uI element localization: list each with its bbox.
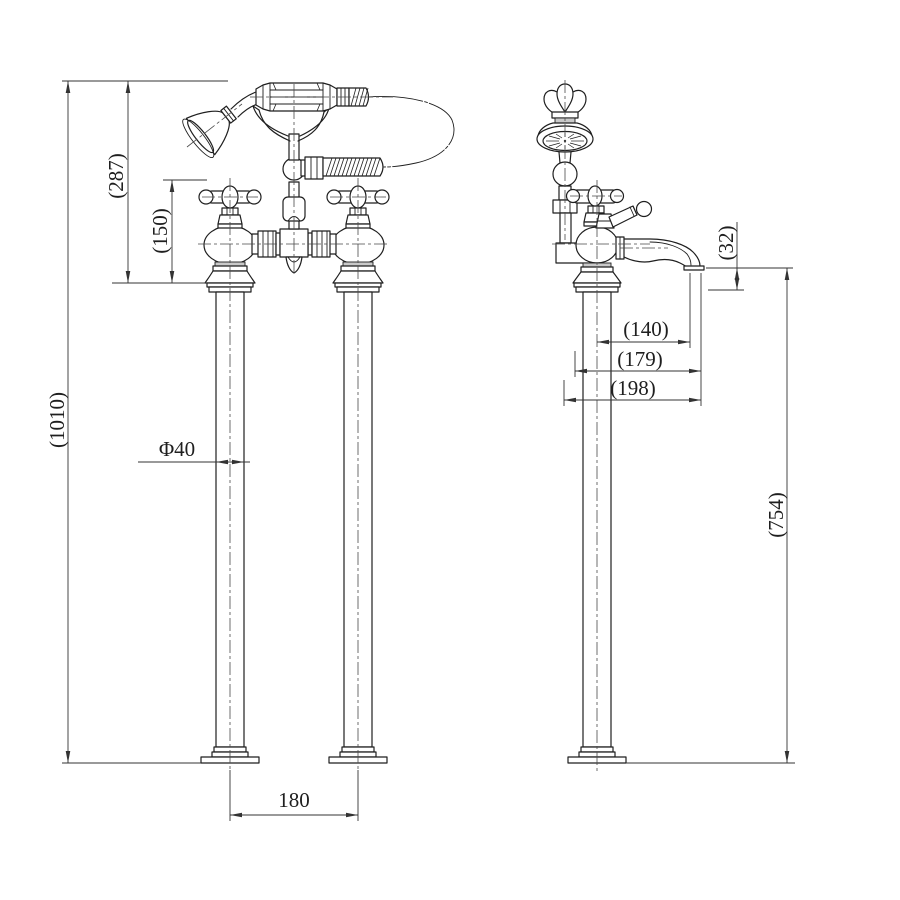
dim-label-phi40: Φ40 (159, 437, 195, 461)
side-spout (615, 236, 705, 271)
handset-neck (230, 91, 257, 110)
hose-coil-lower (325, 157, 381, 177)
dim-label-1010: (1010) (45, 392, 69, 448)
dimension-overall-height: (1010) (45, 81, 71, 763)
hose-loop (367, 96, 455, 168)
dim-label-150: (150) (148, 208, 172, 254)
dim-label-198: (198) (610, 376, 656, 400)
dim-label-179: (179) (617, 347, 663, 371)
side-centerlines (552, 80, 668, 772)
shower-face-jets (546, 133, 584, 149)
dimension-reach-179: (179) (575, 347, 701, 374)
shower-hose (300, 96, 455, 180)
front-view (182, 82, 455, 772)
dim-label-140: (140) (623, 317, 669, 341)
dimension-pipe-diameter: Φ40 (138, 437, 250, 465)
dimension-handset-height: (287) (104, 81, 131, 283)
dim-label-287: (287) (104, 153, 128, 199)
spout-outlet (683, 265, 705, 271)
front-centerlines (186, 84, 393, 772)
dim-label-180: 180 (278, 788, 310, 812)
dimension-reach-140: (140) (597, 317, 690, 345)
dimension-pipe-spacing: 180 (229, 770, 359, 821)
dimension-spout-drop: (32) (714, 222, 740, 290)
dimension-handle-height: (150) (148, 180, 175, 283)
dimension-outlet-height: (754) (764, 268, 790, 763)
handset (182, 82, 370, 159)
dim-label-32: (32) (714, 226, 738, 261)
side-lever-handle (595, 200, 653, 229)
dimensions: (1010) (287) (150) Φ40 (45, 80, 795, 821)
side-view (536, 80, 705, 772)
dim-label-754: (754) (764, 492, 788, 538)
dimension-reach-198: (198) (564, 376, 701, 403)
